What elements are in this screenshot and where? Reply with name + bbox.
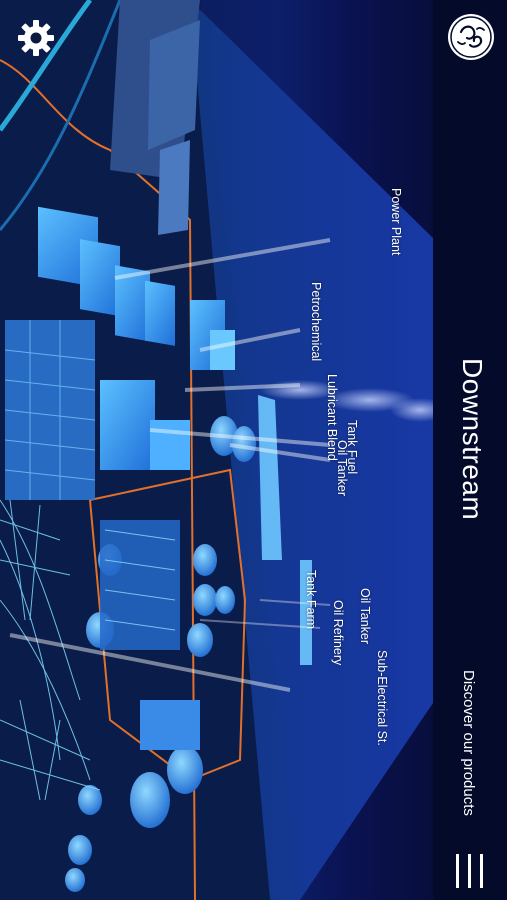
storage-tank (78, 785, 102, 815)
road-teal-2 (0, 0, 122, 231)
lubricant-blend-block (100, 380, 155, 470)
site-label-petrochemical[interactable]: Petrochemical (309, 282, 323, 362)
building (148, 20, 200, 150)
hamburger-menu-icon[interactable] (452, 852, 488, 890)
power-plant-block (115, 265, 150, 342)
storage-tank (210, 416, 238, 456)
site-label-oil-refinery[interactable]: Oil Refinery (331, 600, 345, 666)
lubricant-blend-block (150, 420, 190, 470)
site-label-power-plant[interactable]: Power Plant (389, 188, 403, 256)
refinery-pipes (104, 529, 176, 631)
road-orange (0, 59, 196, 900)
storage-tank (215, 586, 235, 614)
building (158, 140, 190, 235)
road-orange-2 (88, 468, 247, 782)
storage-tank (187, 623, 213, 657)
site-label-oil-tanker[interactable]: Oil Tanker (335, 440, 349, 497)
power-plant-block (80, 239, 120, 317)
site-label-tank-farm[interactable]: Tank Farm (304, 570, 318, 630)
gear-icon[interactable] (16, 18, 56, 58)
oil-tanker-ship (258, 395, 282, 560)
leader-lines (9, 238, 331, 692)
water-plane (190, 0, 435, 900)
ge-logo-icon[interactable] (446, 12, 496, 62)
storage-tank (232, 426, 256, 462)
refinery-block (140, 700, 200, 750)
warehouse-grid-lines (4, 320, 96, 500)
leader-lines-thin (199, 599, 331, 629)
side-panel (433, 0, 507, 900)
storage-tank (193, 544, 217, 576)
site-label-sub-electrical[interactable]: Sub-Electrical St. (375, 650, 389, 746)
storage-tank (68, 835, 92, 865)
warehouse-grid (5, 320, 95, 500)
transmission-towers (0, 499, 101, 801)
petrochemical-block (210, 330, 235, 370)
smoke-plume (260, 380, 340, 400)
storage-tank (167, 746, 203, 794)
section-title: Downstream (457, 358, 488, 521)
storage-tank (130, 772, 170, 828)
discover-products-link[interactable]: Discover our products (460, 670, 477, 816)
oil-tanker-ship-2 (300, 560, 312, 665)
storage-tank (193, 584, 217, 616)
site-label-oil-tanker-2[interactable]: Oil Tanker (358, 588, 372, 645)
power-plant-block (145, 280, 175, 346)
road-teal (0, 0, 93, 132)
storage-tank (65, 868, 85, 892)
